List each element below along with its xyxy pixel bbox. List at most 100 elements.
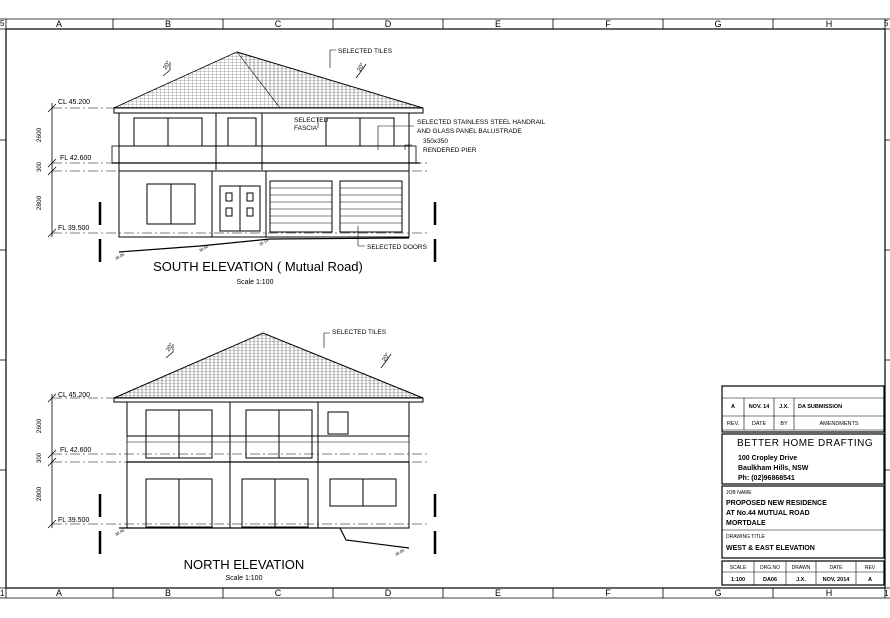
callout-pier: 350x350 bbox=[423, 138, 448, 145]
tb-header: REV bbox=[865, 565, 876, 571]
ground-label: 38.05 bbox=[114, 251, 126, 261]
column-labels-bottom: A B C D E F G H bbox=[56, 588, 832, 598]
dim-label: 300 bbox=[37, 452, 43, 463]
dim-label: 2800 bbox=[36, 486, 43, 501]
south-window bbox=[227, 117, 257, 147]
row-label: 5 bbox=[884, 19, 889, 28]
company-phone: Ph: (02)96868541 bbox=[738, 475, 795, 482]
column-labels-top: A B C D E F G H bbox=[56, 19, 832, 29]
col-label: B bbox=[165, 19, 171, 29]
dim-label: 2800 bbox=[36, 195, 43, 210]
pitch-symbol bbox=[165, 344, 392, 369]
level-label: FL 42.600 bbox=[60, 155, 91, 162]
callout-fascia: FASCIA bbox=[294, 125, 318, 132]
amend-header: REV. bbox=[727, 421, 740, 427]
callout-doors: SELECTED DOORS bbox=[367, 244, 428, 251]
dim-label: 2600 bbox=[36, 127, 43, 142]
pitch-symbol bbox=[162, 62, 367, 79]
north-elevation-title: NORTH ELEVATION bbox=[184, 557, 305, 572]
tb-header: SCALE bbox=[730, 565, 747, 571]
north-lower-wall bbox=[126, 461, 410, 529]
north-upper-wall bbox=[126, 401, 410, 437]
south-scale: Scale 1:100 bbox=[237, 279, 274, 286]
level-label: FL 42.600 bbox=[60, 447, 91, 454]
col-label: G bbox=[714, 588, 721, 598]
col-label: E bbox=[495, 19, 501, 29]
row-label: 1 bbox=[884, 589, 889, 598]
amend-rev: A bbox=[731, 404, 735, 410]
tb-header: DRAWN bbox=[792, 565, 811, 571]
callout-handrail: AND GLASS PANEL BALUSTRADE bbox=[417, 128, 522, 135]
company-address: 100 Cropley Drive bbox=[738, 455, 797, 462]
row-label: 1 bbox=[0, 589, 5, 598]
row-labels: 5 5 1 1 bbox=[0, 19, 889, 598]
dim-label: 2600 bbox=[36, 418, 43, 433]
col-label: D bbox=[385, 588, 392, 598]
north-scale: Scale 1:100 bbox=[226, 575, 263, 582]
job-line: PROPOSED NEW RESIDENCE bbox=[726, 500, 827, 507]
amend-date: NOV. 14 bbox=[749, 404, 771, 410]
col-label: D bbox=[385, 19, 392, 29]
sheet-border bbox=[0, 18, 890, 599]
ground-label: 39.15 bbox=[258, 237, 270, 247]
row-label: 5 bbox=[0, 19, 5, 28]
north-elevation bbox=[47, 332, 437, 554]
level-label: CL 45.200 bbox=[58, 392, 90, 399]
amend-header: BY bbox=[780, 421, 788, 427]
drawing-label: DRAWING TITLE bbox=[726, 534, 766, 540]
col-label: E bbox=[495, 588, 501, 598]
pitch-label: 20° bbox=[382, 352, 392, 363]
level-label: CL 45.200 bbox=[58, 99, 90, 106]
job-line: MORTDALE bbox=[726, 520, 766, 527]
south-upper-wall bbox=[118, 112, 410, 164]
drawing-title: WEST & EAST ELEVATION bbox=[726, 545, 815, 552]
col-label: A bbox=[56, 588, 62, 598]
callout-fascia: SELECTED bbox=[294, 117, 329, 124]
south-balustrade bbox=[111, 145, 417, 164]
ground-label: 38.95 bbox=[114, 527, 126, 537]
south-elevation-title: SOUTH ELEVATION ( Mutual Road) bbox=[153, 259, 363, 274]
col-label: F bbox=[605, 19, 611, 29]
north-window bbox=[327, 411, 349, 435]
col-label: G bbox=[714, 19, 721, 29]
north-fascia bbox=[113, 397, 424, 403]
callout-pier: RENDERED PIER bbox=[423, 147, 477, 154]
pitch-label: 20° bbox=[166, 342, 176, 353]
col-label: C bbox=[275, 588, 282, 598]
col-label: A bbox=[56, 19, 62, 29]
col-label: H bbox=[826, 19, 833, 29]
amend-header: AMENDMENTS bbox=[819, 421, 858, 427]
south-elevation bbox=[47, 49, 437, 262]
company-address: Baulkham Hills, NSW bbox=[738, 465, 809, 472]
col-label: C bbox=[275, 19, 282, 29]
south-fascia bbox=[113, 107, 424, 114]
tb-header: DRG.NO bbox=[760, 565, 780, 571]
pitch-label: 20° bbox=[163, 60, 173, 71]
dim-label: 300 bbox=[37, 161, 43, 172]
amend-desc: DA SUBMISSION bbox=[798, 404, 842, 410]
tb-value: A bbox=[868, 577, 872, 583]
ground-label: 38.05 bbox=[394, 547, 406, 557]
level-label: FL 39.500 bbox=[58, 517, 89, 524]
tb-header: DATE bbox=[830, 565, 844, 571]
north-roof bbox=[113, 332, 424, 399]
col-label: B bbox=[165, 588, 171, 598]
pitch-label: 20° bbox=[357, 62, 367, 73]
callout-tiles: SELECTED TILES bbox=[332, 329, 387, 336]
tb-value: DA06 bbox=[763, 577, 777, 583]
amend-header: DATE bbox=[752, 421, 767, 427]
south-slab bbox=[118, 162, 410, 172]
south-ground-line bbox=[118, 237, 410, 253]
tb-value: J.X. bbox=[796, 577, 806, 583]
south-garage-door bbox=[339, 180, 403, 233]
title-block bbox=[721, 385, 885, 586]
job-label: JOB NAME bbox=[726, 490, 752, 496]
ground-label: 38.60 bbox=[198, 243, 210, 253]
south-garage-door bbox=[269, 180, 333, 233]
callout-tiles: SELECTED TILES bbox=[338, 48, 393, 55]
north-ground-line bbox=[119, 527, 410, 549]
job-line: AT No.44 MUTUAL ROAD bbox=[726, 510, 810, 517]
tb-value: 1:100 bbox=[731, 577, 745, 583]
level-label: FL 39.500 bbox=[58, 225, 89, 232]
